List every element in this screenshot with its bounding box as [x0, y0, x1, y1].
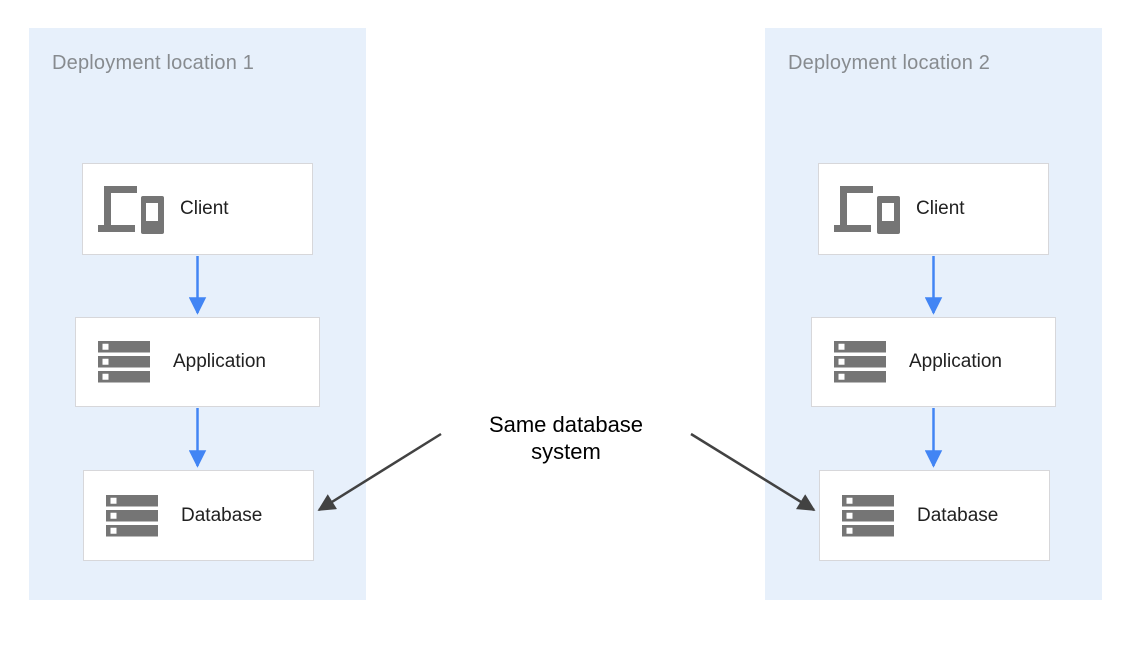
- server-stack-icon: [89, 341, 159, 383]
- node-label: Client: [180, 198, 229, 219]
- node-database: Database: [83, 470, 314, 561]
- node-client: Client: [82, 163, 313, 255]
- annotation-line-1: Same database: [488, 412, 644, 437]
- server-stack-icon: [97, 494, 167, 537]
- server-stack-icon: [825, 341, 895, 383]
- annotation-line-2: system: [531, 439, 601, 464]
- deployment-location-2-panel: Deployment location 2 Client: [765, 28, 1102, 600]
- node-database: Database: [819, 470, 1050, 561]
- node-label: Client: [916, 198, 965, 219]
- deployment-location-1-panel: Deployment location 1 Client: [29, 28, 366, 600]
- devices-icon: [832, 184, 902, 234]
- node-client: Client: [818, 163, 1049, 255]
- devices-icon: [96, 184, 166, 234]
- node-label: Database: [917, 504, 999, 526]
- node-label: Application: [909, 351, 1002, 372]
- annotation-same-database-system: Same database system: [441, 411, 691, 465]
- panel-title: Deployment location 2: [788, 52, 991, 74]
- panel-title: Deployment location 1: [52, 52, 255, 74]
- node-application: Application: [811, 317, 1056, 407]
- node-application: Application: [75, 317, 320, 407]
- node-label: Database: [181, 504, 263, 526]
- server-stack-icon: [833, 494, 903, 537]
- node-label: Application: [173, 351, 266, 372]
